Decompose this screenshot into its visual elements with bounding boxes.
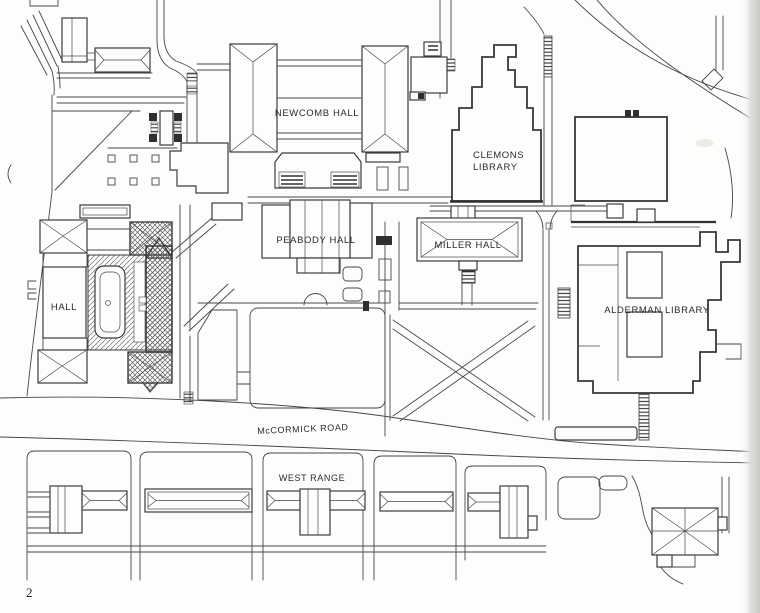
building-peabody-hall	[261, 199, 392, 311]
label-miller-hall: MILLER HALL	[434, 240, 501, 251]
page-edge-shadow	[740, 0, 760, 613]
label-peabody-hall: PEABODY HALL	[276, 235, 355, 246]
path-kiosk	[376, 236, 392, 245]
quad-diagonal-paths	[389, 314, 536, 422]
mccormick-road-edges	[0, 396, 760, 464]
stairs-marking	[186, 85, 198, 95]
building-northwest-partial	[29, 0, 151, 73]
building-miller-hall	[416, 205, 523, 306]
building-octagonal-roof	[651, 507, 728, 568]
stairs-marking	[638, 393, 650, 441]
west-range-blocks	[26, 450, 728, 581]
building-west-range-pavilion	[266, 488, 366, 536]
fountain-structure	[149, 110, 182, 146]
stairs-marking	[186, 72, 198, 82]
stairs-marking	[543, 35, 553, 78]
lawn-outline	[249, 307, 386, 409]
stairs-marking	[557, 287, 571, 319]
page-number: 2	[26, 585, 33, 600]
label-west-range: WEST RANGE	[279, 473, 345, 483]
building-clemons-library	[450, 44, 543, 203]
newcomb-terrace	[169, 142, 456, 221]
building-range-long-2	[379, 491, 454, 512]
label-newcomb-hall: NEWCOMB HALL	[275, 108, 359, 119]
building-newcomb-hall	[229, 41, 448, 153]
crosswalk-marking	[183, 391, 194, 405]
building-unlabeled-large	[574, 110, 714, 202]
roads-and-paths	[0, 0, 760, 585]
label-mccormick-road: McCORMICK ROAD	[257, 422, 349, 436]
forecourt-planters	[107, 147, 178, 186]
label-clemons-line1: CLEMONS	[473, 150, 524, 161]
path-marker	[545, 222, 553, 230]
label-alderman-library: ALDERMAN LIBRARY	[604, 305, 710, 316]
building-hall-amphitheatre	[27, 204, 174, 393]
building-range-pavilion-2	[467, 485, 538, 539]
label-clemons-line2: LIBRARY	[473, 162, 518, 173]
building-range-pavilion-1	[27, 485, 128, 534]
buildings	[26, 0, 742, 581]
lawn-outline	[197, 309, 238, 401]
label-hall: HALL	[51, 302, 77, 313]
building-alderman-library	[554, 203, 742, 441]
map-labels: NEWCOMB HALL CLEMONS LIBRARY PEABODY HAL…	[26, 108, 710, 600]
building-range-long-1	[144, 488, 253, 513]
